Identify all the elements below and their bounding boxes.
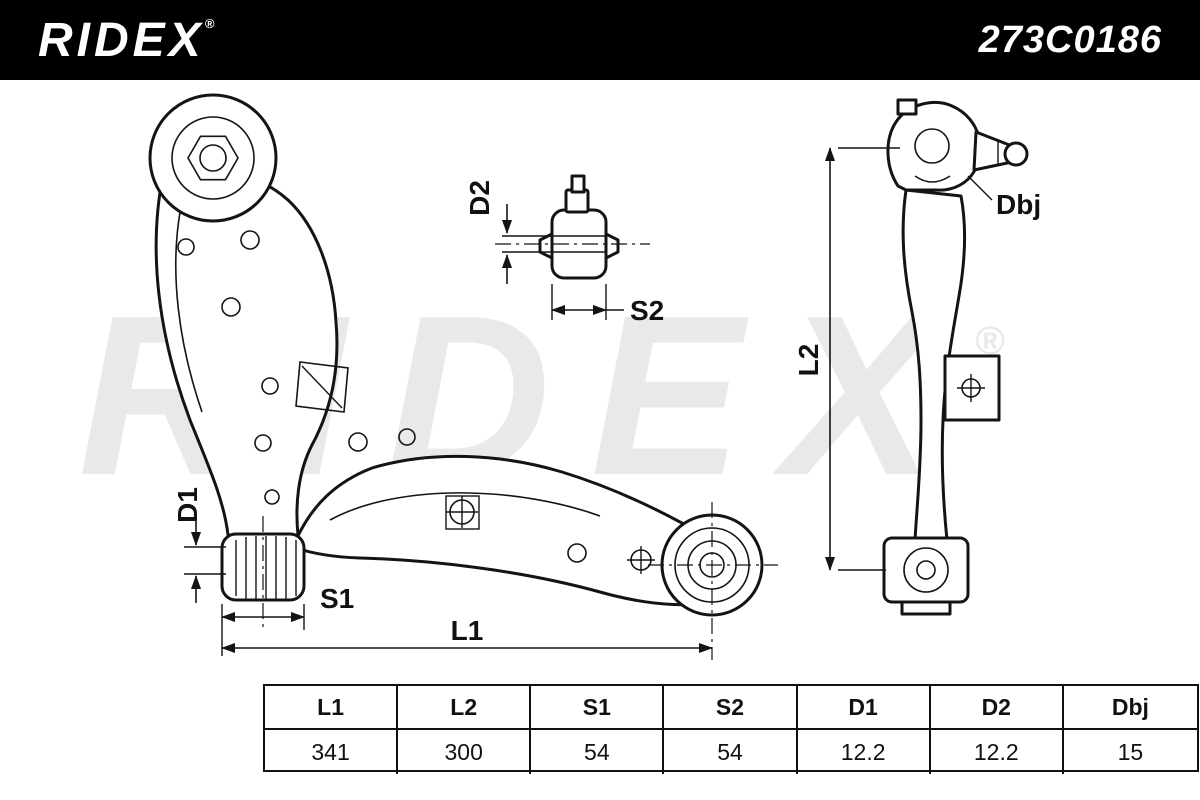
dim-label-l1: L1 <box>451 615 484 646</box>
table-value-cell: 15 <box>1117 738 1144 765</box>
dim-label-s2: S2 <box>630 295 664 326</box>
side-view: Dbj L2 <box>793 98 1041 616</box>
table-header-cell: L2 <box>398 686 532 730</box>
mounting-holes <box>177 230 655 574</box>
brand-logo: RIDEX® <box>38 13 214 68</box>
table-header-cell: S2 <box>664 686 798 730</box>
table-header-cell: L1 <box>265 686 399 730</box>
part-number: 273C0186 <box>978 18 1162 61</box>
table-value-cell: 54 <box>531 730 665 774</box>
dimension-s1: S1 <box>221 583 354 656</box>
table-header-cell: S1 <box>531 686 665 730</box>
right-bushing <box>648 502 778 660</box>
dimension-d2: D2 <box>464 180 512 284</box>
front-view: D1 S1 L1 <box>148 93 778 660</box>
watermark-registered-mark: ® <box>974 319 1005 363</box>
dimension-l1: L1 <box>221 615 713 653</box>
dim-label-d1: D1 <box>172 487 203 523</box>
table-header-cell: D1 <box>797 686 931 730</box>
title-bar: RIDEX® 273C0186 <box>0 0 1200 80</box>
upper-bushing <box>148 93 278 223</box>
lower-bushing <box>220 516 306 630</box>
table-header-cell: Dbj <box>1063 686 1197 730</box>
dim-label-l2: L2 <box>793 344 824 377</box>
dimension-d1: D1 <box>172 487 226 603</box>
table-value-cell: 12.2 <box>931 730 1064 774</box>
table-value-cell: 54 <box>664 730 798 774</box>
dim-label-s1: S1 <box>320 583 354 614</box>
dim-label-d2: D2 <box>464 180 495 216</box>
table-value-cell: 12.2 <box>798 730 931 774</box>
table-value-cell: 341 <box>265 730 399 774</box>
dim-label-dbj: Dbj <box>996 189 1041 220</box>
dimension-s2: S2 <box>551 284 664 326</box>
bushing-detail-view: D2 S2 <box>464 174 664 326</box>
table-value-cell: 300 <box>398 730 532 774</box>
dimension-dbj: Dbj <box>967 175 1041 220</box>
dimension-l2: L2 <box>793 147 900 571</box>
spec-table: L1 L2 S1 S2 D1 D2 Dbj 341 300 54 54 12.2… <box>263 684 1199 774</box>
table-header-cell: D2 <box>930 686 1064 730</box>
brand-text: RIDEX <box>38 13 205 67</box>
registered-mark: ® <box>204 15 215 31</box>
